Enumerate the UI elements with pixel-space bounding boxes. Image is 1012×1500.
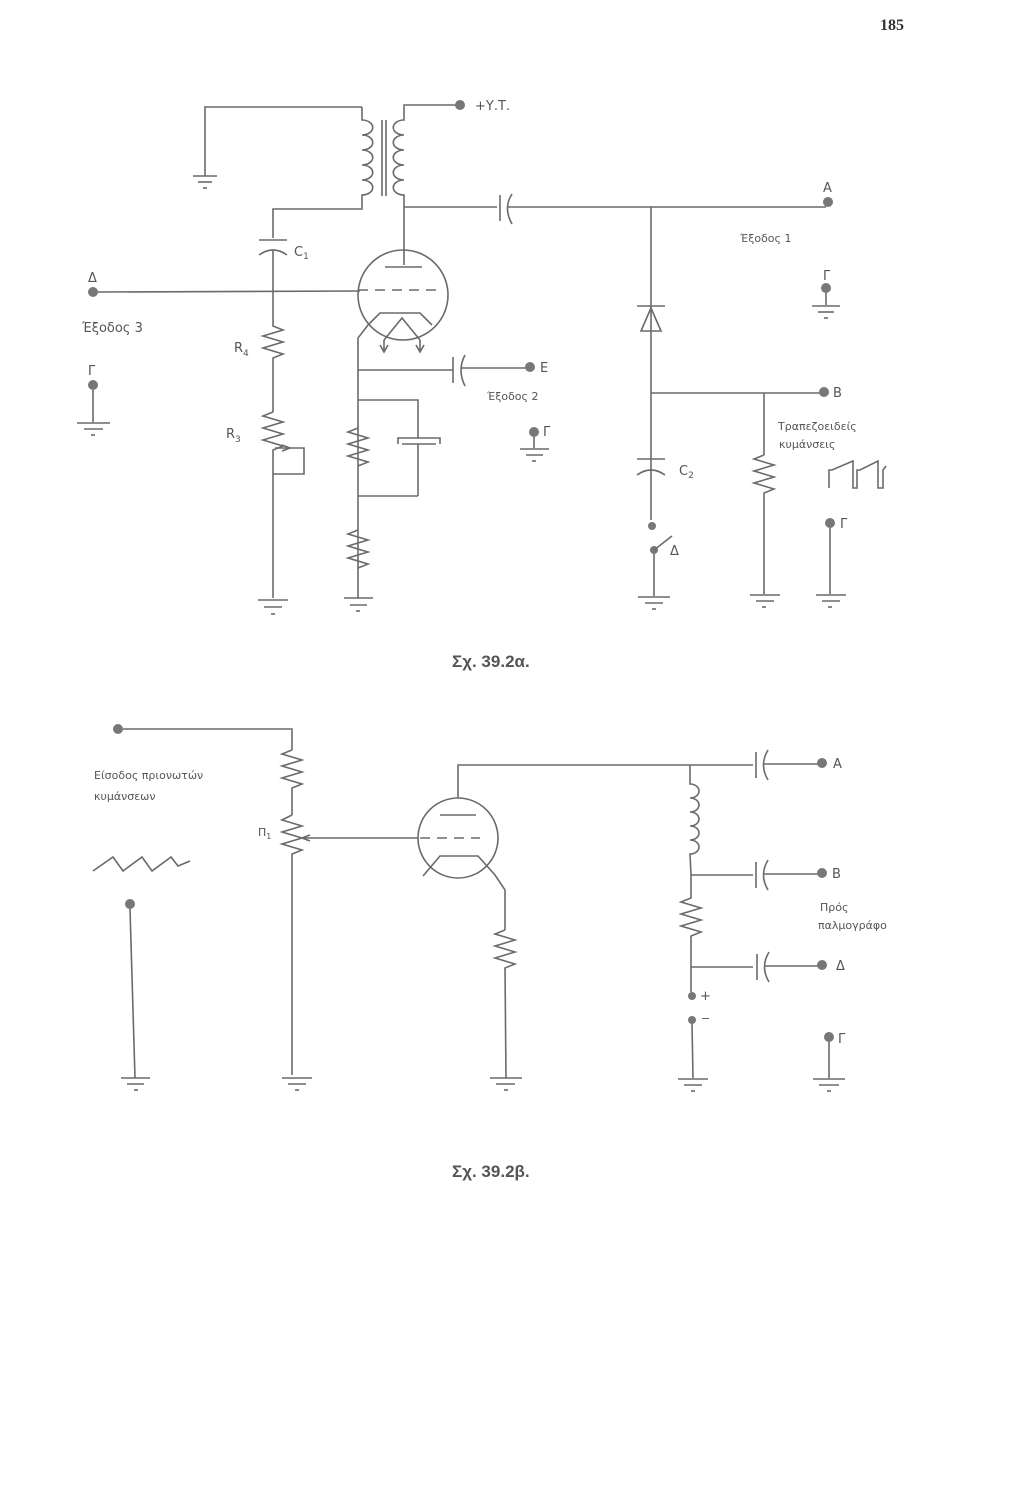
figure-b-schematic: Είσοδος πριονωτών κυμάνσεων Π1 [92,724,887,1092]
switch-contact [648,522,656,530]
terminal-b [817,868,827,878]
label-terminal-b: Β [832,867,841,882]
coupling-capacitor [499,193,513,225]
resistor [492,929,518,1079]
potentiometer-p1 [279,814,305,1075]
sawtooth-waveform-icon [92,855,191,873]
terminal-delta [88,287,98,297]
label-r3: R3 [226,427,241,445]
label-terminal-gamma: Γ [543,425,551,440]
label-c1: C1 [294,245,309,262]
ground-symbol [678,1078,708,1092]
label-high-voltage: +Υ.Τ. [475,99,510,114]
ground-symbol [282,1077,312,1091]
label-terminal-gamma: Γ [838,1032,846,1047]
label-terminal-gamma: Γ [840,517,848,532]
terminal-e [525,362,535,372]
label-terminal-delta-switch: Δ [670,544,679,559]
ground-symbol [77,422,110,436]
coupling-capacitor [756,951,770,983]
label-terminal-gamma: Γ [88,364,96,379]
label-terminal-gamma: Γ [823,269,831,284]
coupling-capacitor [755,749,769,781]
terminal-gamma [88,380,98,390]
terminal-minus [688,1016,696,1024]
terminal-plus [688,992,696,1000]
label-input-line2: κυμάνσεων [94,790,156,803]
label-r4: R4 [234,341,249,359]
coupling-capacitor [755,859,769,891]
input-terminal [113,724,123,734]
label-trapezoid-line1: Τραπεζοειδείς [777,420,857,433]
diode [637,305,665,332]
ground-symbol [816,594,846,608]
label-scope-line2: παλμογράφο [818,919,887,932]
terminal-gamma [821,283,831,293]
terminal-gamma [825,518,835,528]
resistor [678,875,704,992]
label-output-3: Έξοδος 3 [81,321,143,336]
wire [204,106,362,176]
ground-symbol [121,1077,150,1091]
label-output-2: Έξοδος 2 [486,390,538,403]
ground-symbol [750,594,780,608]
ground-symbol [193,175,217,189]
figure-a-schematic: +Υ.Τ. C1 Α Έξοδος 1 Γ [77,99,887,615]
coupling-capacitor [452,354,466,387]
label-terminal-b: Β [833,386,842,401]
label-terminal-a: Α [833,757,842,772]
bypass-capacitor [397,437,441,445]
resistor [345,529,371,569]
vacuum-tube [357,249,449,354]
terminal-gamma [529,427,539,437]
label-terminal-e: Ε [540,361,548,376]
terminal-a [823,197,833,207]
ground-symbol [813,1078,845,1092]
label-p1: Π1 [258,826,271,841]
resistor-r4 [260,320,286,412]
resistor [751,454,777,594]
transformer-secondary-coil [392,107,405,207]
inductor [689,765,700,876]
label-trapezoid-line2: κυμάνσεις [779,438,835,451]
vacuum-tube [417,797,506,930]
resistor [279,749,305,815]
terminal-gamma [824,1032,834,1042]
ground-symbol [520,448,549,462]
label-minus: − [701,1012,710,1025]
terminal-b [819,387,829,397]
switch [653,535,673,551]
figure-b-caption: Σχ. 39.2β. [452,1162,530,1181]
label-terminal-a: Α [823,181,832,196]
label-output-1: Έξοδος 1 [739,232,791,245]
terminal-delta [817,960,827,970]
terminal-high-voltage [455,100,465,110]
figure-a-caption: Σχ. 39.2α. [452,652,530,671]
terminal-a [817,758,827,768]
ground-symbol [258,599,288,615]
page-number: 185 [880,17,904,34]
label-input-line1: Είσοδος πριονωτών [94,769,203,782]
ground-symbol [638,596,670,610]
trapezoid-waveform-icon [828,459,887,489]
label-c2: C2 [679,464,694,481]
label-terminal-delta: Δ [88,271,97,286]
resistor-r3 [260,411,286,598]
input-terminal [125,899,135,909]
label-terminal-delta: Δ [836,959,845,974]
label-scope-line1: Πρός [820,901,848,914]
ground-symbol [812,305,840,319]
resistor [345,427,371,467]
ground-symbol [490,1077,522,1091]
capacitor-c2 [636,458,666,476]
transformer-primary-coil [361,107,374,207]
ground-symbol [344,597,373,612]
label-plus: + [700,989,711,1004]
